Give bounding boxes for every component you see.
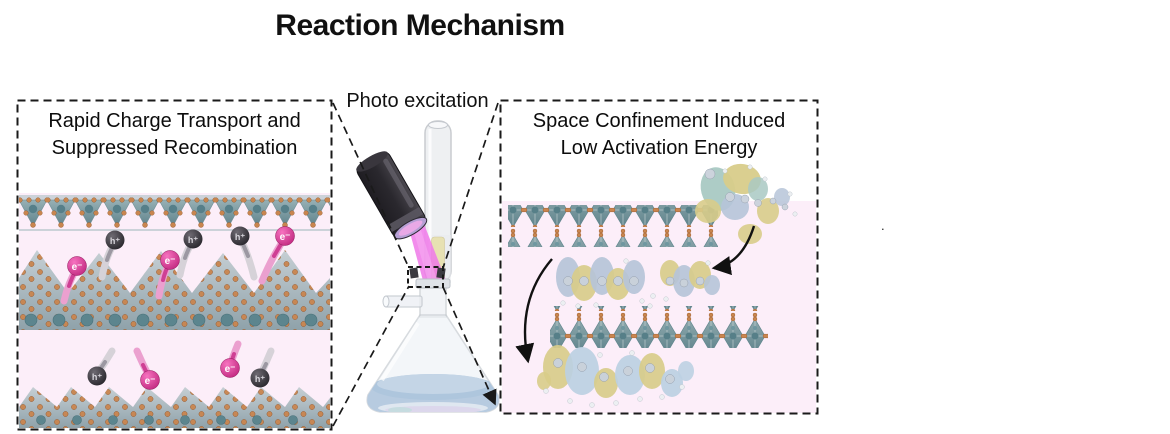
right-callout-panel: Space Confinement Induced Low Activation… — [500, 100, 818, 414]
flask-side-arm — [382, 295, 423, 308]
left-callout-panel: Rapid Charge Transport and Suppressed Re… — [17, 100, 332, 430]
electron-marker: e⁻ — [160, 250, 180, 270]
stray-period-mark: . — [881, 218, 885, 233]
led-lamp-icon — [356, 151, 428, 240]
electron-marker: e⁻ — [67, 256, 87, 276]
svg-text:h⁺: h⁺ — [92, 372, 102, 382]
svg-text:h⁺: h⁺ — [255, 374, 265, 384]
hole-marker: h⁺ — [87, 366, 107, 386]
photo-excitation-label: Photo excitation — [346, 90, 489, 112]
confined-lattice-layer-2 — [550, 306, 768, 348]
left-panel-caption: Rapid Charge Transport and Suppressed Re… — [17, 108, 332, 162]
electron-marker: e⁻ — [220, 358, 240, 378]
svg-text:e⁻: e⁻ — [145, 376, 156, 387]
lattice-top-layer — [19, 195, 330, 231]
svg-text:h⁺: h⁺ — [110, 236, 120, 246]
erlenmeyer-flask-illustration — [356, 120, 500, 413]
electron-marker: e⁻ — [275, 226, 295, 246]
confined-lattice-layer-1 — [508, 205, 718, 247]
svg-text:e⁻: e⁻ — [225, 364, 236, 375]
figure-title: Reaction Mechanism — [275, 9, 565, 42]
hole-marker: h⁺ — [105, 230, 125, 250]
svg-text:h⁺: h⁺ — [188, 235, 198, 245]
flask-liquid — [367, 374, 499, 412]
svg-text:e⁻: e⁻ — [72, 262, 83, 273]
svg-text:e⁻: e⁻ — [280, 232, 291, 243]
svg-text:h⁺: h⁺ — [235, 232, 245, 242]
space-confinement-illustration — [502, 163, 816, 413]
left-caption-line1: Rapid Charge Transport and — [48, 110, 301, 132]
hole-marker: h⁺ — [183, 229, 203, 249]
charge-transport-illustration: e⁻ h⁺ e⁻ h⁺ h⁺ e⁻ — [19, 193, 330, 428]
electron-marker: e⁻ — [140, 370, 160, 390]
hole-marker: h⁺ — [230, 226, 250, 246]
left-caption-line2: Suppressed Recombination — [51, 137, 298, 159]
flask-body — [366, 267, 500, 413]
hole-marker: h⁺ — [250, 368, 270, 388]
svg-text:e⁻: e⁻ — [165, 256, 176, 267]
